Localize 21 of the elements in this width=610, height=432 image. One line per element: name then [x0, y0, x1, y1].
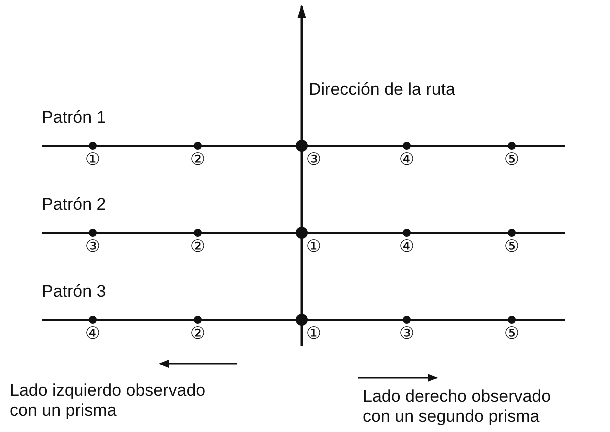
axis-title: Dirección de la ruta — [309, 80, 456, 100]
point-number: ④ — [84, 324, 102, 344]
side-note: Lado derecho observado con un segundo prisma — [363, 387, 552, 427]
side-note: Lado izquierdo observado con un prisma — [10, 381, 207, 421]
point-number: ① — [84, 150, 102, 170]
point-number: ② — [189, 237, 207, 257]
pattern-label: Patrón 3 — [42, 282, 106, 302]
pattern-label: Patrón 2 — [42, 195, 106, 215]
point-number: ⑤ — [503, 237, 521, 257]
point-number: ⑤ — [503, 150, 521, 170]
point-number: ② — [189, 150, 207, 170]
point-number: ④ — [398, 237, 416, 257]
point-number: ① — [305, 324, 323, 344]
point-number: ① — [305, 237, 323, 257]
point-number: ⑤ — [503, 324, 521, 344]
point-number: ③ — [398, 324, 416, 344]
pattern-label: Patrón 1 — [42, 108, 106, 128]
point-number: ③ — [84, 237, 102, 257]
point-number: ④ — [398, 150, 416, 170]
point-number: ② — [189, 324, 207, 344]
point-number: ③ — [305, 150, 323, 170]
